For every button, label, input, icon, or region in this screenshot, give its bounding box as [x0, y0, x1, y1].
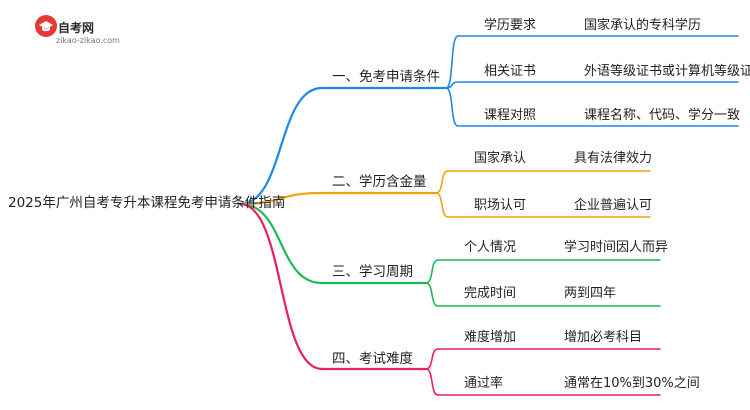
child-detail: 企业普遍认可: [574, 198, 653, 213]
branch-label: 二、学历含金量: [332, 174, 427, 190]
child-detail: 增加必考科目: [564, 330, 643, 345]
child-detail: 学习时间因人而异: [564, 240, 669, 255]
child-label: 课程对照: [484, 108, 537, 123]
child-connector: [445, 81, 459, 89]
child-detail: 外语等级证书或计算机等级证书: [584, 64, 750, 79]
child-label: 学历要求: [484, 18, 537, 33]
child-label: 相关证书: [484, 64, 537, 79]
graduation-cap-icon: [35, 15, 57, 37]
child-connector: [435, 170, 449, 194]
logo-url: zikao-zikao.com: [56, 36, 120, 45]
child-label: 个人情况: [464, 240, 517, 255]
root-topic: 2025年广州自考专升本课程免考申请条件指南: [8, 195, 286, 211]
child-detail: 课程名称、代码、学分一致: [584, 108, 741, 123]
child-connector: [435, 192, 449, 218]
child-detail: 国家承认的专科学历: [584, 18, 702, 33]
child-connector: [445, 35, 459, 89]
child-connector: [425, 368, 439, 396]
child-detail: 两到四年: [564, 286, 617, 301]
branch-label: 四、考试难度: [332, 351, 413, 367]
child-label: 职场认可: [474, 198, 527, 213]
child-connector: [425, 282, 439, 307]
child-connector: [425, 259, 439, 284]
child-label: 国家承认: [474, 151, 527, 166]
child-connector: [425, 348, 439, 370]
branch-label: 一、免考申请条件: [332, 69, 440, 85]
branch-connector: [238, 202, 324, 371]
logo-title: 自考网: [58, 21, 95, 35]
child-detail: 具有法律效力: [574, 151, 653, 166]
site-logo: [34, 14, 58, 42]
child-detail: 通常在10%到30%之间: [564, 376, 700, 391]
child-label: 通过率: [464, 376, 504, 391]
branch-connector: [238, 86, 324, 206]
branch-label: 三、学习周期: [332, 264, 413, 280]
child-label: 完成时间: [464, 286, 517, 301]
branch-connector: [238, 191, 324, 206]
child-connector: [445, 87, 459, 127]
branch-connector: [238, 202, 324, 285]
child-label: 难度增加: [464, 330, 517, 345]
